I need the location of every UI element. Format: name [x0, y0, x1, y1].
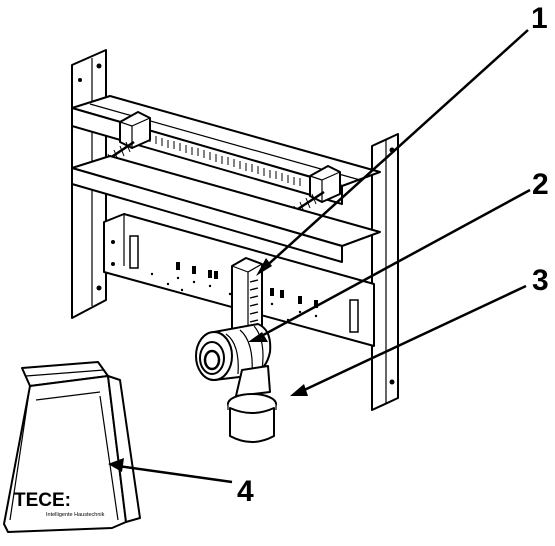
callout-number-2: 2: [532, 168, 549, 201]
arrowhead-4: [108, 458, 124, 472]
plate-markings: [150, 262, 318, 322]
leader-line-2: [253, 188, 531, 342]
paper-bag: TECE: Intelligente Haustechnik: [3, 361, 141, 533]
callout-number-4: 4: [237, 475, 254, 508]
bag-tagline: Intelligente Haustechnik: [46, 512, 105, 518]
bag-brand-logo: TECE:: [14, 490, 71, 511]
leader-line-1: [261, 29, 529, 271]
arrowhead-2: [248, 332, 268, 342]
leader-line-3: [299, 284, 527, 394]
arrowhead-3: [290, 384, 308, 396]
callout-number-1: 1: [531, 2, 548, 35]
elbow-fitting: [195, 323, 277, 443]
leader-lines: [117, 29, 531, 484]
rail-clamp-right: [309, 165, 341, 203]
fitting-bracket: [231, 257, 263, 341]
arrowhead-1: [256, 258, 272, 276]
middle-rail: [71, 155, 381, 263]
callout-number-3: 3: [532, 264, 549, 297]
rail-slots: [149, 134, 301, 186]
leader-line-4: [117, 464, 233, 484]
right-upright-post: [371, 133, 399, 411]
leader-arrowheads: [108, 258, 308, 472]
rail-clamp-left: [119, 111, 151, 149]
